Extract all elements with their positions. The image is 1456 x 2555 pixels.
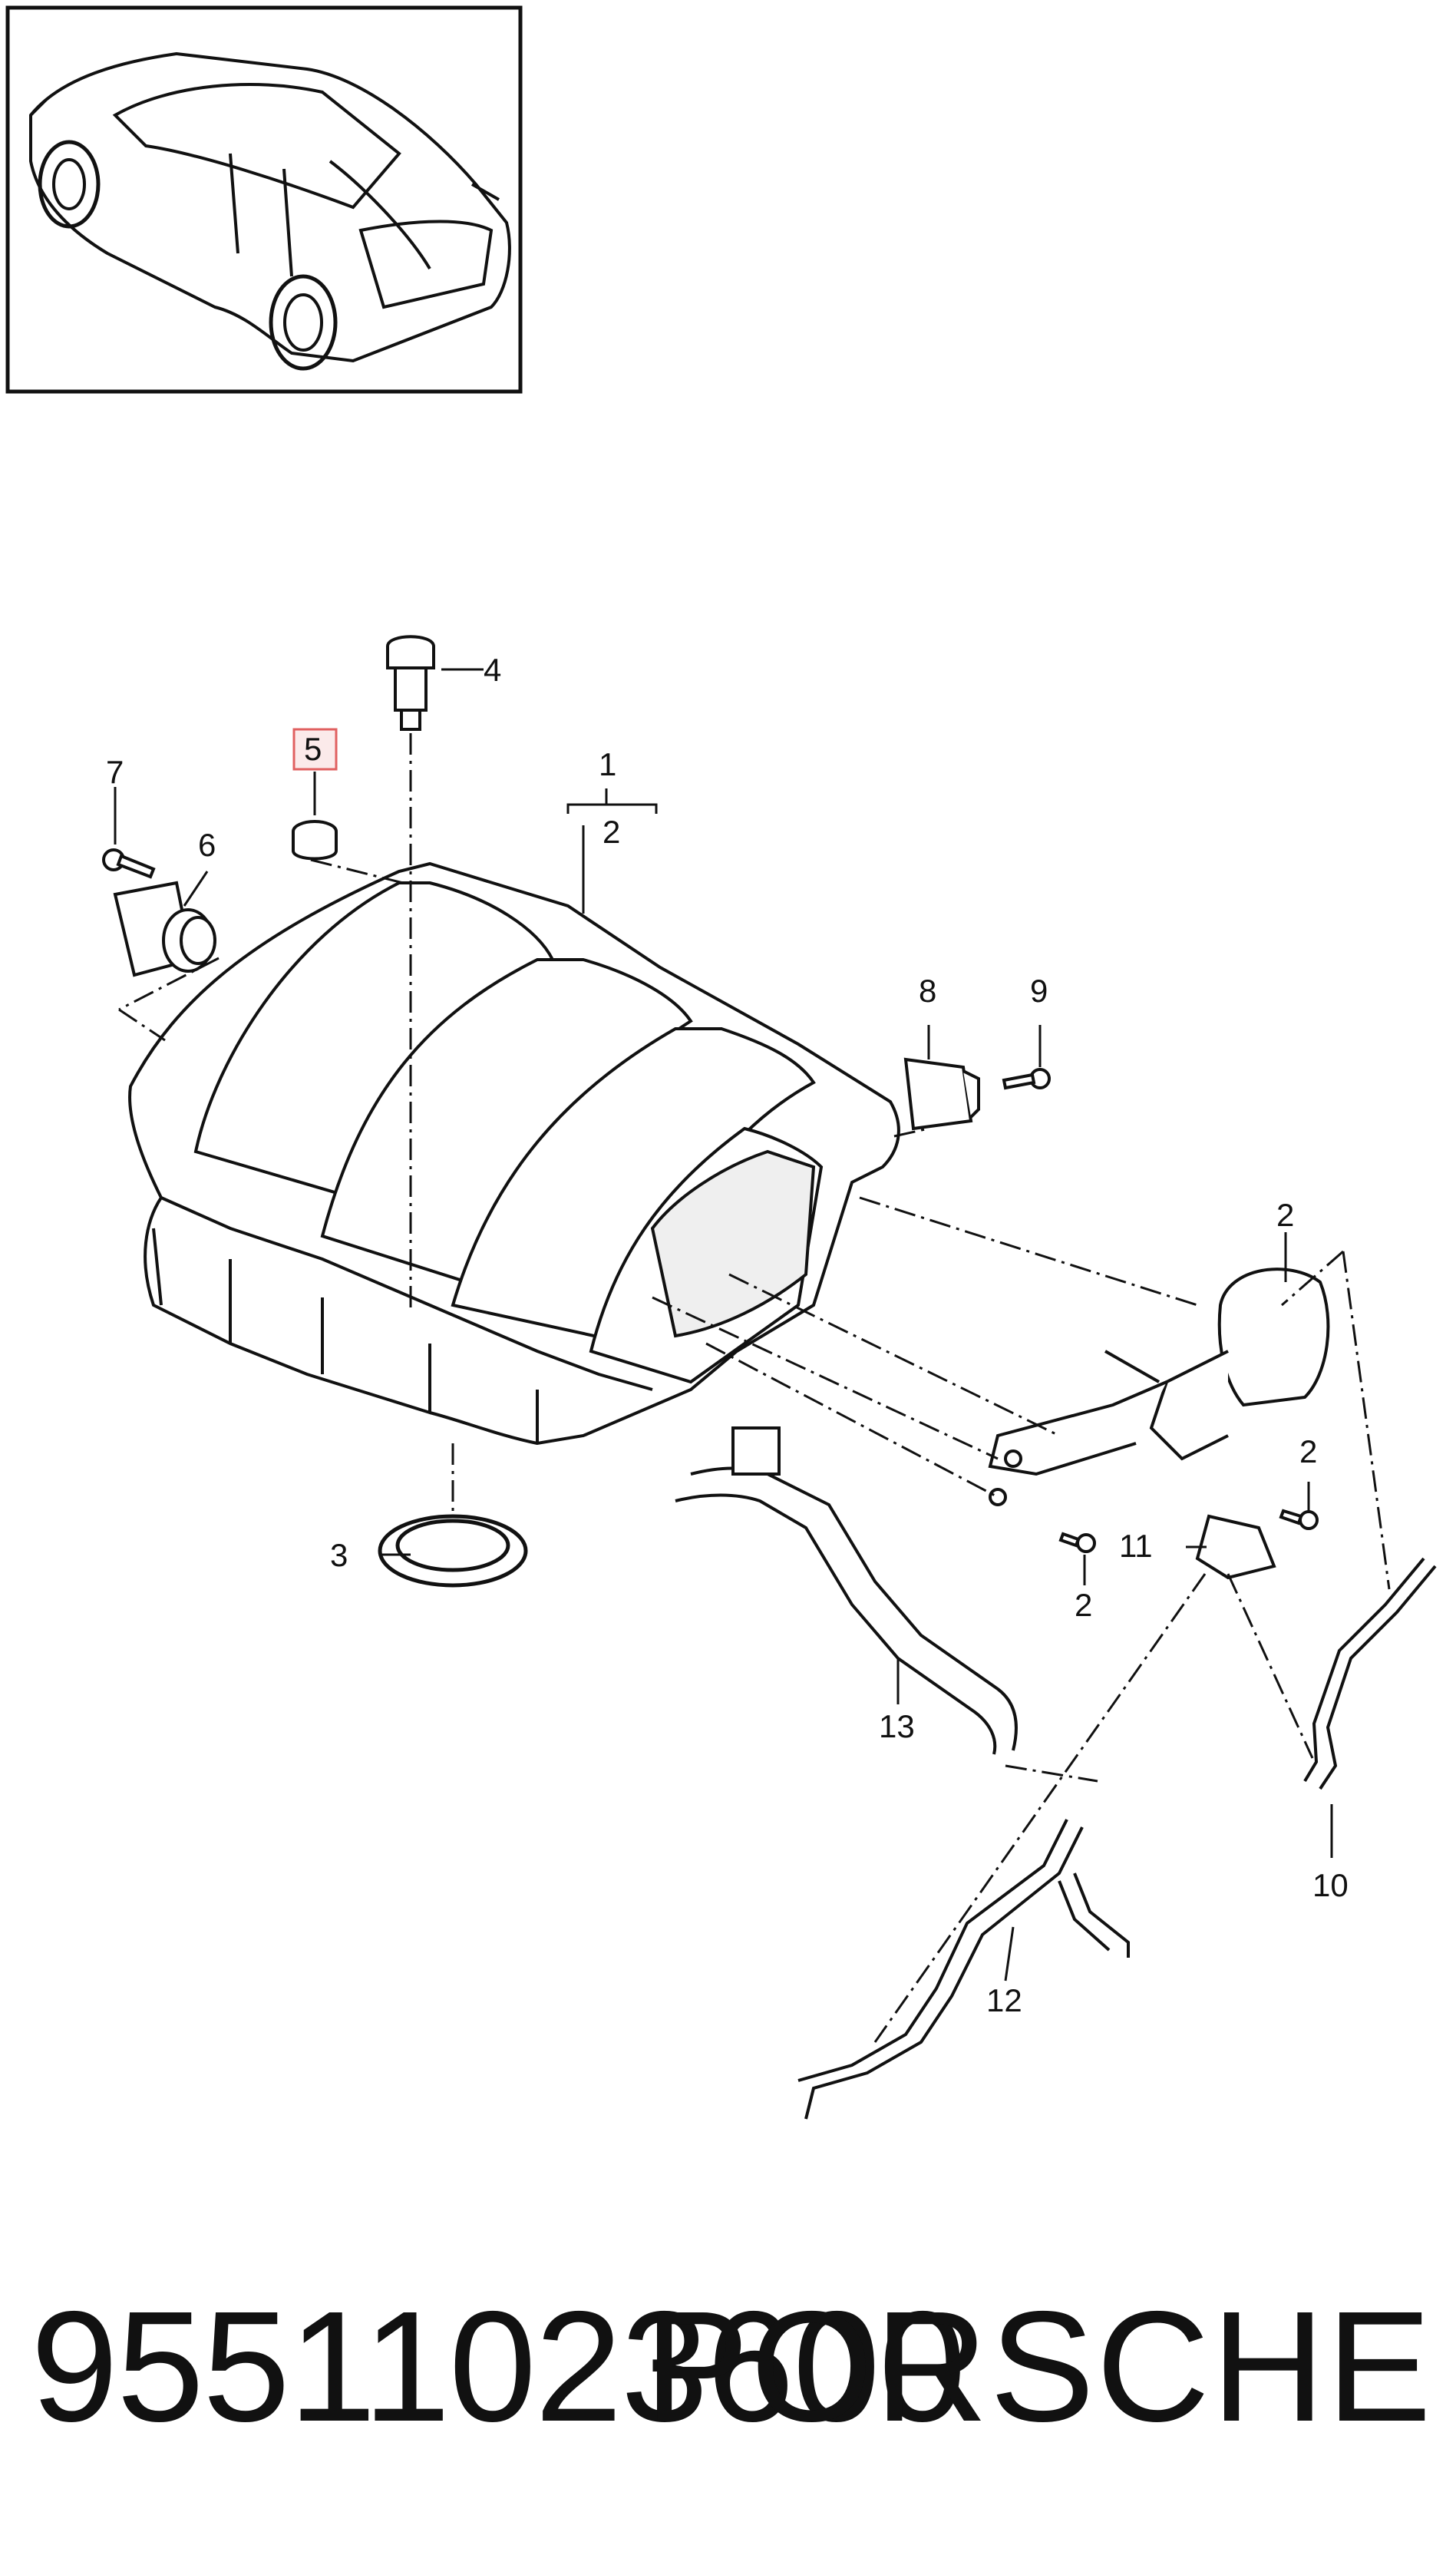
callout-2-actuator: 2 <box>1276 1197 1294 1233</box>
highlight-box <box>292 728 338 771</box>
seal-part-5 <box>292 820 338 861</box>
hose-part-10 <box>1303 1557 1437 1790</box>
hose-part-13 <box>675 1426 1018 1755</box>
callout-13: 13 <box>879 1708 915 1744</box>
callout-7: 7 <box>106 754 124 790</box>
callout-labels: 1 2 3 4 5 6 7 8 9 2 2 11 2 13 10 12 <box>106 652 1349 2018</box>
sensor-part-6 <box>113 881 216 977</box>
valve-part-11 <box>1195 1514 1276 1580</box>
callout-5: 5 <box>304 731 322 767</box>
callout-1: 1 <box>599 746 616 782</box>
callout-12: 12 <box>986 1982 1022 2018</box>
gasket-part-3 <box>378 1514 528 1588</box>
actuator-part-2 <box>988 1268 1330 1506</box>
intake-manifold <box>128 861 900 1446</box>
callout-3: 3 <box>330 1537 348 1573</box>
callout-6: 6 <box>198 827 216 863</box>
callout-10: 10 <box>1312 1867 1349 1903</box>
screw-part-7 <box>102 848 156 879</box>
callout-9: 9 <box>1030 973 1048 1009</box>
part-number: 95511023600 <box>31 2279 966 2454</box>
leader-lines <box>114 668 1333 1982</box>
footer: 95511023600 PORSCHE <box>0 2288 1456 2487</box>
callout-8: 8 <box>919 973 936 1009</box>
screws-part-2 <box>1058 1509 1319 1553</box>
callout-2-screw-bottom: 2 <box>1075 1587 1092 1623</box>
callout-11: 11 <box>1119 1528 1153 1564</box>
bolt-part-4 <box>386 635 435 731</box>
callout-4: 4 <box>484 652 501 688</box>
valve-part-8 <box>903 1057 980 1131</box>
vehicle-thumbnail <box>5 5 523 394</box>
assembly-lines <box>118 733 1391 2043</box>
callout-2-manifold: 2 <box>603 814 620 850</box>
brand-name: PORSCHE <box>644 2279 1433 2454</box>
screw-part-9 <box>1002 1068 1051 1090</box>
callout-2-screw-right: 2 <box>1299 1433 1317 1469</box>
hose-part-12 <box>797 1819 1130 2120</box>
